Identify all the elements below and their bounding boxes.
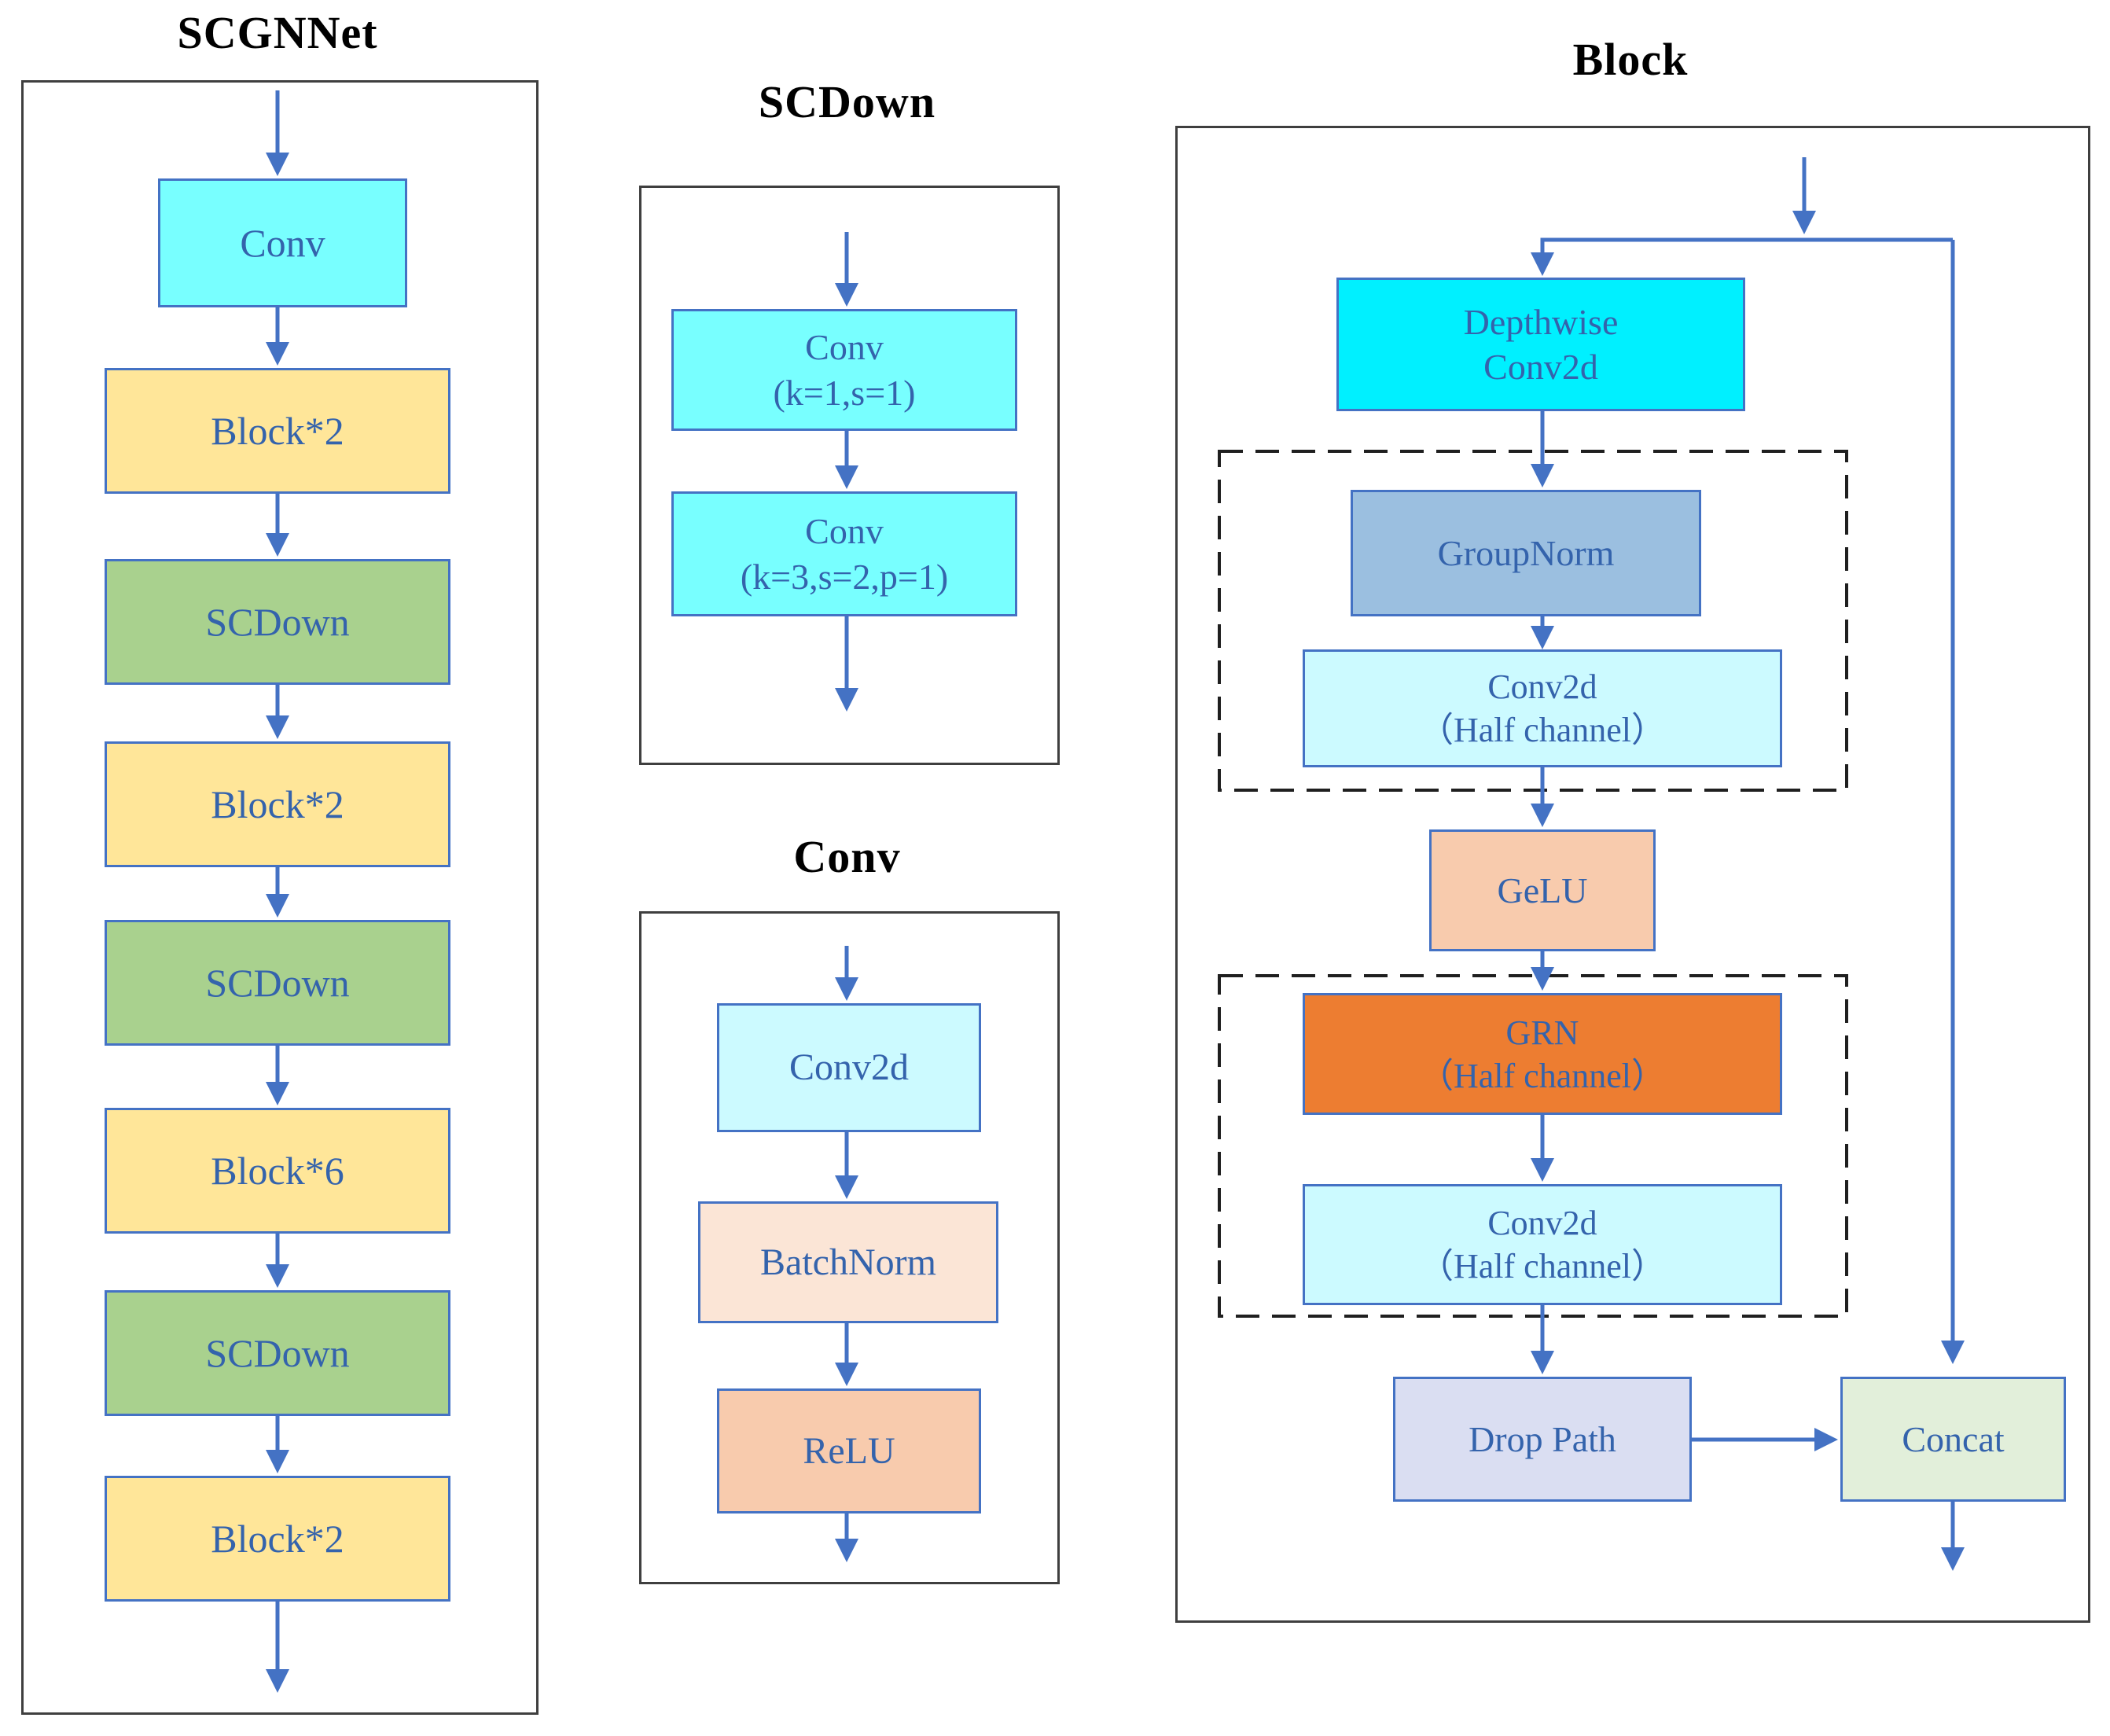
node-label: Conv	[240, 220, 325, 265]
block-node-groupnorm: GroupNorm	[1351, 490, 1701, 616]
block-node-depthwise-conv2d: Depthwise Conv2d	[1336, 278, 1745, 411]
node-label-line1: Conv	[805, 511, 884, 551]
scdown-panel-title: SCDown	[758, 76, 936, 127]
scdown-node-conv-k3s2p1: Conv (k=3,s=2,p=1)	[671, 491, 1017, 616]
block-panel-title: Block	[1572, 34, 1689, 85]
scgnnet-node-scdown-2: SCDown	[105, 920, 450, 1046]
node-label-line1: Depthwise	[1463, 301, 1619, 342]
conv-panel-title: Conv	[793, 831, 901, 882]
node-label: Block*2	[211, 408, 344, 453]
scgnnet-panel-title: SCGNNet	[177, 7, 378, 58]
conv-node-batchnorm: BatchNorm	[698, 1201, 998, 1323]
node-label: ReLU	[803, 1429, 895, 1472]
node-label: GeLU	[1497, 870, 1588, 910]
block-node-gelu: GeLU	[1429, 829, 1656, 951]
node-label: Conv2d	[788, 1046, 909, 1088]
node-label: BatchNorm	[760, 1241, 936, 1283]
node-label-line2: (k=1,s=1)	[773, 372, 916, 413]
node-label-line1: Conv2d	[1487, 1204, 1597, 1242]
block-node-concat: Concat	[1840, 1377, 2066, 1502]
scgnnet-node-scdown-3: SCDown	[105, 1290, 450, 1416]
conv-node-conv2d: Conv2d	[717, 1003, 981, 1132]
block-dashed-group-2	[1218, 974, 1848, 1318]
node-label-line2: （Half channel）	[1419, 1056, 1666, 1095]
node-label: SCDown	[205, 960, 350, 1005]
node-label: Block*2	[211, 782, 344, 826]
node-label: Block*6	[211, 1148, 344, 1193]
scgnnet-node-block2-2: Block*2	[105, 741, 450, 867]
scgnnet-node-conv: Conv	[158, 178, 407, 307]
scgnnet-node-block2-1: Block*2	[105, 368, 450, 494]
block-node-conv2d-half-2: Conv2d （Half channel）	[1303, 1184, 1782, 1305]
block-dashed-group-1	[1218, 450, 1848, 792]
scgnnet-node-block6: Block*6	[105, 1108, 450, 1234]
block-node-conv2d-half-1: Conv2d （Half channel）	[1303, 649, 1782, 767]
node-label-line2: （Half channel）	[1419, 711, 1666, 749]
node-label-line2: (k=3,s=2,p=1)	[740, 556, 949, 597]
node-label-line2: Conv2d	[1483, 347, 1598, 387]
conv-node-relu: ReLU	[717, 1388, 981, 1513]
node-label: SCDown	[205, 599, 350, 644]
node-label-line1: Conv2d	[1487, 668, 1597, 706]
node-label-line1: GRN	[1505, 1013, 1579, 1052]
block-node-grn-half: GRN （Half channel）	[1303, 993, 1782, 1115]
scdown-node-conv-k1s1: Conv (k=1,s=1)	[671, 309, 1017, 431]
node-label-line2: （Half channel）	[1419, 1247, 1666, 1285]
block-branch-connector	[1531, 237, 1953, 276]
scgnnet-node-block2-3: Block*2	[105, 1476, 450, 1602]
scgnnet-node-scdown-1: SCDown	[105, 559, 450, 685]
node-label: Concat	[1902, 1418, 2005, 1459]
node-label: Drop Path	[1469, 1418, 1616, 1459]
node-label-line1: Conv	[805, 327, 884, 367]
node-label: SCDown	[205, 1330, 350, 1375]
node-label: Block*2	[211, 1516, 344, 1561]
node-label: GroupNorm	[1437, 532, 1615, 573]
block-node-drop-path: Drop Path	[1393, 1377, 1692, 1502]
